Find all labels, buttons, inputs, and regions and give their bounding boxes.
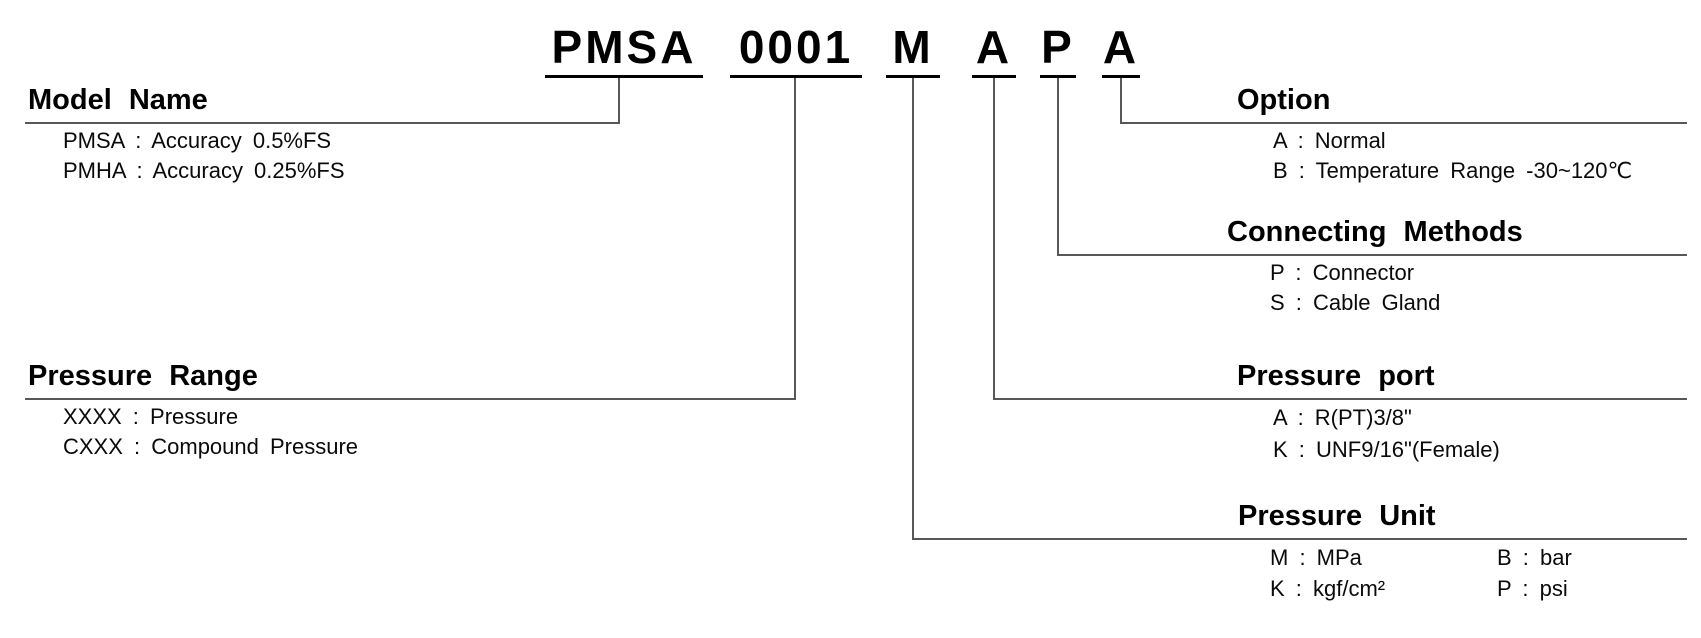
pressure-range-item: XXXX : Pressure (63, 404, 239, 429)
pressure-unit-item: K : kgf/cm² (1270, 576, 1386, 601)
model-code-segment-connection: P (1040, 20, 1076, 78)
model-name-item: PMHA : Accuracy 0.25%FS (63, 158, 345, 183)
connector-unit-to-pressure-unit (912, 78, 914, 538)
option-item: B : Temperature Range -30~120℃ (1273, 158, 1633, 183)
connecting-methods-item: P : Connector (1270, 260, 1415, 285)
connecting-methods-item: S : Cable Gland (1270, 290, 1441, 315)
section-underline-connecting-methods (1057, 254, 1687, 256)
connecting-methods-items: P : Connector S : Cable Gland (1270, 258, 1440, 318)
pressure-port-heading: Pressure port (1237, 360, 1435, 392)
section-underline-option (1120, 122, 1687, 124)
connecting-methods-heading: Connecting Methods (1227, 216, 1523, 248)
connector-port-to-pressure-port (993, 78, 995, 398)
option-items: A : Normal B : Temperature Range -30~120… (1273, 126, 1632, 186)
section-underline-pressure-unit (912, 538, 1687, 540)
model-name-items: PMSA : Accuracy 0.5%FS PMHA : Accuracy 0… (63, 126, 345, 186)
connector-range-to-pressure-range (794, 78, 796, 398)
connector-connection-to-connecting-methods (1057, 78, 1059, 254)
pressure-unit-item: B : bar (1497, 545, 1572, 570)
pressure-unit-items-col2: B : bar P : psi (1497, 542, 1572, 604)
pressure-unit-heading: Pressure Unit (1238, 500, 1436, 532)
model-code-segment-unit: M (886, 20, 940, 78)
pressure-port-item: K : UNF9/16"(Female) (1273, 437, 1500, 462)
connector-series-to-model-name (618, 78, 620, 124)
pressure-unit-item: M : MPa (1270, 545, 1362, 570)
pressure-port-item: A : R(PT)3/8" (1273, 405, 1412, 430)
option-heading: Option (1237, 84, 1331, 116)
pressure-port-items: A : R(PT)3/8" K : UNF9/16"(Female) (1273, 402, 1500, 466)
option-item: A : Normal (1273, 128, 1386, 153)
model-name-item: PMSA : Accuracy 0.5%FS (63, 128, 332, 153)
model-code-segment-range: 0001 (730, 20, 862, 78)
model-code-segment-option: A (1102, 20, 1140, 78)
pressure-range-items: XXXX : Pressure CXXX : Compound Pressure (63, 402, 358, 462)
model-name-heading: Model Name (28, 84, 208, 116)
model-code-segment-series: PMSA (545, 20, 703, 78)
section-underline-pressure-range (25, 398, 796, 400)
section-underline-model-name (25, 122, 620, 124)
model-code-segment-port: A (972, 20, 1016, 78)
section-underline-pressure-port (993, 398, 1687, 400)
connector-option-to-option (1120, 78, 1122, 124)
pressure-unit-item: P : psi (1497, 576, 1568, 601)
pressure-range-item: CXXX : Compound Pressure (63, 434, 359, 459)
pressure-unit-items-col1: M : MPa K : kgf/cm² (1270, 542, 1385, 604)
pressure-range-heading: Pressure Range (28, 360, 258, 392)
